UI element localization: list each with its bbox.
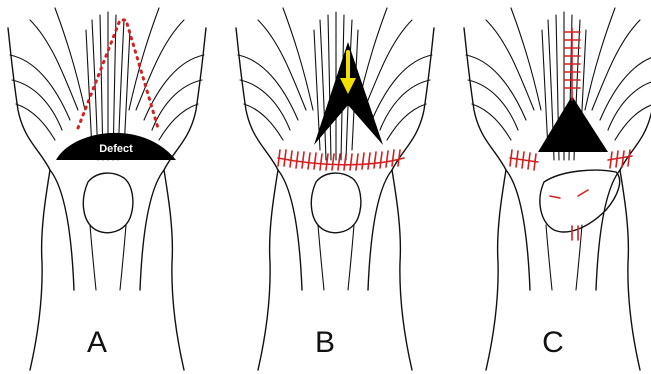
panel-b: B bbox=[236, 8, 434, 370]
left-suture bbox=[510, 150, 538, 170]
panel-label-a: A bbox=[87, 326, 107, 359]
panel-label-c: C bbox=[542, 326, 564, 359]
panel-c: C bbox=[464, 8, 651, 370]
panel-a: Defect A bbox=[8, 8, 206, 370]
vertical-suture bbox=[564, 28, 580, 100]
defect-label: Defect bbox=[99, 143, 133, 155]
lower-suture bbox=[550, 190, 588, 240]
flap-shape-closed bbox=[538, 96, 608, 152]
right-suture bbox=[608, 150, 632, 168]
panel-label-b: B bbox=[315, 326, 335, 359]
